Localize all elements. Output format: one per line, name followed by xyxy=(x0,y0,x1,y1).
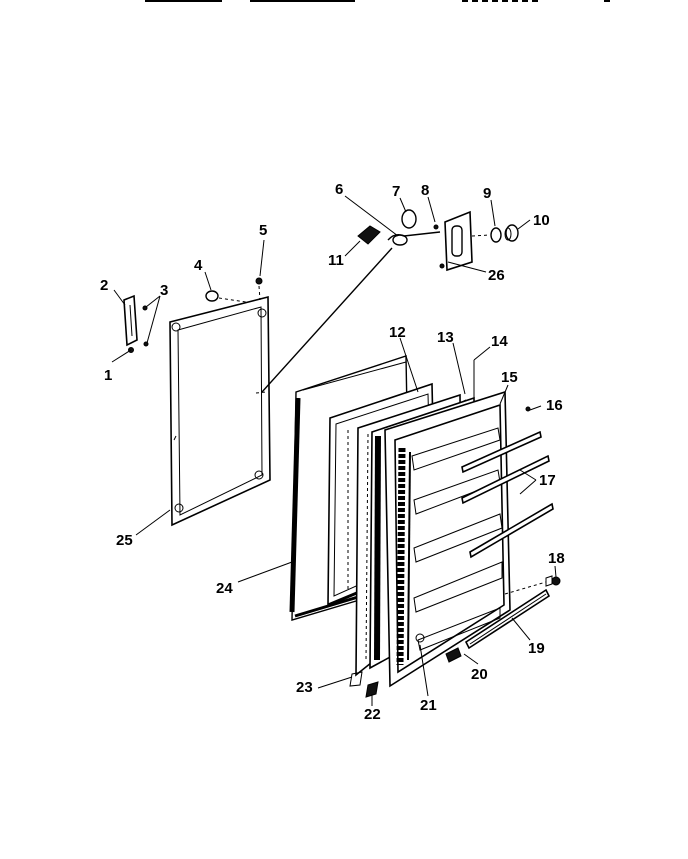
part-26-strike-plate xyxy=(433,210,473,272)
part-2-handle-bracket xyxy=(123,294,149,353)
callout-16: 16 xyxy=(546,397,563,414)
callout-17: 17 xyxy=(539,472,556,489)
part-25-door-frame xyxy=(169,295,271,527)
callout-18: 18 xyxy=(548,550,565,567)
callout-6: 6 xyxy=(335,181,343,198)
callout-19: 19 xyxy=(528,640,545,657)
callout-1: 1 xyxy=(104,367,112,384)
callout-26: 26 xyxy=(488,267,505,284)
callout-24: 24 xyxy=(216,580,233,597)
callout-15: 15 xyxy=(501,369,518,386)
part-16-screw xyxy=(525,406,531,412)
callout-4: 4 xyxy=(194,257,203,274)
part-22-bottom-clip xyxy=(365,681,379,698)
callout-labels: 1 2 3 4 5 6 7 8 9 10 11 12 13 14 15 16 1… xyxy=(100,181,565,723)
callout-22: 22 xyxy=(364,706,381,723)
callout-7: 7 xyxy=(392,183,400,200)
part-9-washer xyxy=(490,227,502,243)
callout-3: 3 xyxy=(160,282,168,299)
leader-lines xyxy=(111,195,557,706)
part-20-bottom-trim xyxy=(445,647,462,663)
callout-5: 5 xyxy=(259,222,267,239)
callout-2: 2 xyxy=(100,277,108,294)
callout-8: 8 xyxy=(421,182,429,199)
callout-13: 13 xyxy=(437,329,454,346)
part-10-cap xyxy=(471,224,519,242)
part-17-shelf-bars xyxy=(461,430,554,559)
callout-25: 25 xyxy=(116,532,133,549)
part-4-plug xyxy=(205,290,247,303)
callout-11: 11 xyxy=(328,252,344,269)
part-5-screw xyxy=(255,277,263,301)
callout-21: 21 xyxy=(420,697,437,714)
callout-14: 14 xyxy=(491,333,508,350)
part-11-latch xyxy=(357,225,381,245)
callout-23: 23 xyxy=(296,679,313,696)
callout-12: 12 xyxy=(389,324,406,341)
part-18-hinge-pin xyxy=(504,575,561,595)
part-7-grommet xyxy=(401,209,417,229)
part-19-bottom-bar xyxy=(464,588,551,650)
callout-20: 20 xyxy=(471,666,488,683)
callout-9: 9 xyxy=(483,185,491,202)
callout-10: 10 xyxy=(533,212,550,229)
